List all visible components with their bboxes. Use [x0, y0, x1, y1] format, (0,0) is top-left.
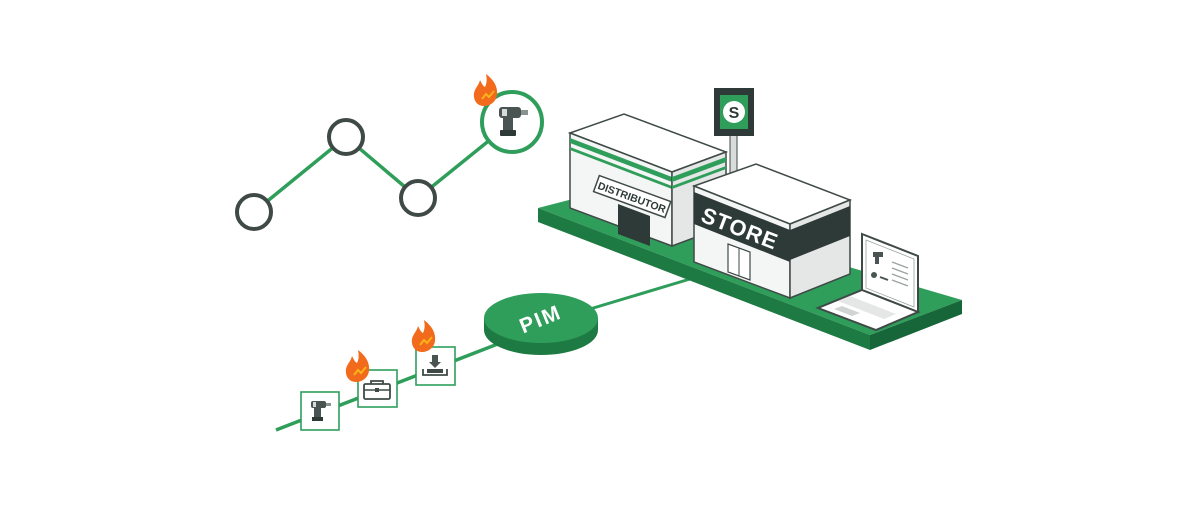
drill-icon — [499, 107, 528, 136]
fire-trend-icon — [345, 350, 370, 382]
install-tool-icon — [422, 355, 448, 376]
s-sign-icon: S — [729, 105, 740, 122]
product-box-drill — [300, 391, 340, 431]
product-feed-line: PIM — [275, 277, 691, 432]
drill-icon — [311, 401, 331, 421]
product-box-toolbox — [345, 350, 398, 408]
trend-node-2 — [327, 118, 365, 156]
product-box-install-tool — [411, 320, 456, 386]
laptop-icon — [815, 232, 921, 332]
platform-side — [870, 300, 962, 350]
pim-hub: PIM — [484, 293, 598, 355]
trend-line-chart — [235, 74, 544, 231]
trend-node-3 — [399, 179, 437, 217]
store-building: STORE — [691, 163, 853, 300]
trend-node-1 — [235, 193, 273, 231]
trend-node-highlight — [473, 74, 544, 154]
trend-line — [252, 120, 514, 214]
fire-trend-icon — [473, 74, 498, 106]
store-sign: S — [714, 88, 754, 179]
fire-trend-icon — [411, 320, 436, 352]
platform-front — [538, 208, 870, 350]
toolbox-icon — [363, 380, 391, 400]
commerce-platform: S DISTRIBUTOR — [538, 88, 962, 350]
